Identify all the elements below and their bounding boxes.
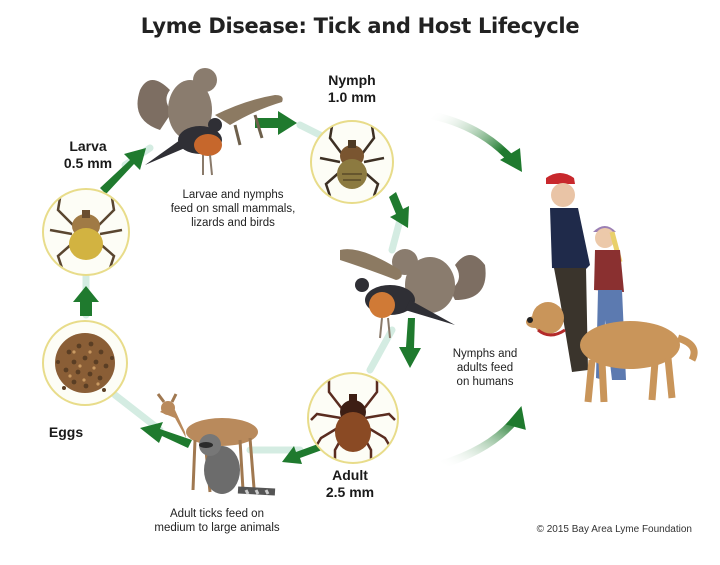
larva-size: 0.5 mm xyxy=(63,155,113,171)
nymph-name: Nymph xyxy=(328,72,376,88)
adult-label: Adult 2.5 mm xyxy=(310,467,390,501)
copyright-notice: © 2015 Bay Area Lyme Foundation xyxy=(536,524,692,535)
arrow-to-humans xyxy=(429,111,515,163)
diagram-title: Lyme Disease: Tick and Host Lifecycle xyxy=(140,14,580,38)
tick-eggs-icon xyxy=(55,333,115,393)
eggs-label: Eggs xyxy=(36,424,96,441)
tick-larva-icon xyxy=(49,197,123,269)
note-line: Larvae and nymphs xyxy=(182,189,284,201)
humans-note: Nymphs and adults feed on humans xyxy=(440,347,530,389)
tick-nymph-icon xyxy=(319,125,385,197)
squirrel-bird-lizard-icon xyxy=(340,249,486,339)
cycle-arrows xyxy=(73,111,421,464)
note-line: adults feed xyxy=(456,362,514,374)
note-line: medium to large animals xyxy=(154,522,280,534)
adult-name: Adult xyxy=(332,467,368,483)
arrow-large-hosts-to-eggs xyxy=(140,422,192,448)
larva-name: Larva xyxy=(69,138,107,154)
note-line: feed on small mammals, xyxy=(170,203,296,215)
arrow-from-humans xyxy=(438,417,519,469)
eggs-name: Eggs xyxy=(48,424,84,440)
nymph-circle xyxy=(310,120,394,204)
nymph-label: Nymph 1.0 mm xyxy=(312,72,392,106)
trail-lines xyxy=(82,121,404,454)
larva-circle xyxy=(42,188,130,276)
squirrel-bird-lizard-icon xyxy=(137,68,283,176)
arrow-adult-to-large-hosts xyxy=(282,444,322,464)
small-hosts-note: Larvae and nymphs feed on small mammals,… xyxy=(158,188,308,230)
arrow-eggs-to-larva xyxy=(73,286,99,316)
arrow-hosts-to-adult xyxy=(399,318,421,368)
note-line: Nymphs and xyxy=(452,348,518,360)
arrow-hosts-to-nymph xyxy=(255,111,297,135)
arrow-larva-to-hosts xyxy=(100,148,146,194)
eggs-circle xyxy=(42,320,128,406)
note-line: Adult ticks feed on xyxy=(170,508,264,520)
people-dog-icon xyxy=(526,173,698,403)
note-line: lizards and birds xyxy=(191,217,275,229)
tick-adult-icon xyxy=(310,378,396,462)
adult-circle xyxy=(307,372,399,464)
deer-raccoon-icon xyxy=(156,393,276,496)
large-hosts-note: Adult ticks feed on medium to large anim… xyxy=(142,507,292,535)
arrow-nymph-to-hosts xyxy=(389,192,409,228)
adult-size: 2.5 mm xyxy=(325,484,375,500)
note-line: on humans xyxy=(456,376,514,388)
larva-label: Larva 0.5 mm xyxy=(48,138,128,172)
nymph-size: 1.0 mm xyxy=(327,89,377,105)
